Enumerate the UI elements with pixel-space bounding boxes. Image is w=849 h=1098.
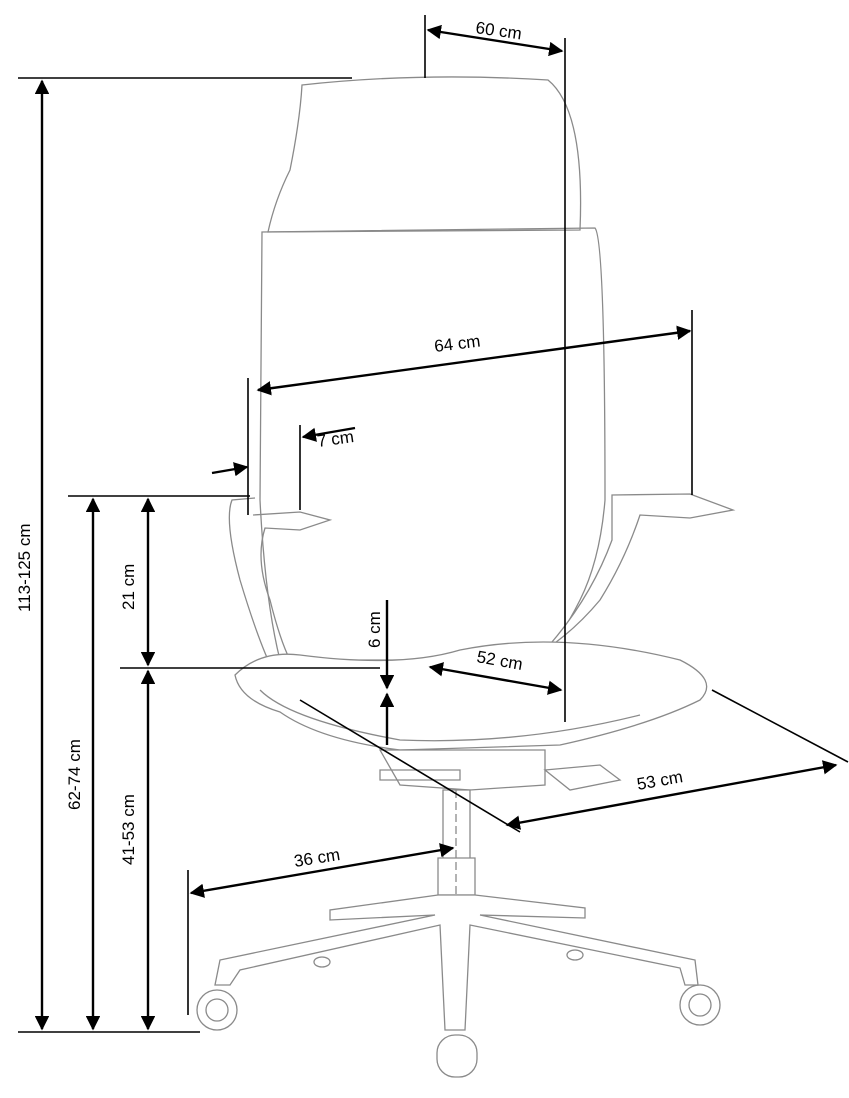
- casters: [196, 949, 721, 1078]
- label-64cm: 64 cm: [433, 331, 481, 356]
- seat-underside: [259, 689, 641, 742]
- label-113-125cm: 113-125 cm: [15, 523, 34, 612]
- dimension-lines: [34, 24, 838, 1031]
- label-7cm: 7 cm: [316, 427, 355, 451]
- label-62-74cm: 62-74 cm: [65, 739, 84, 810]
- label-53cm: 53 cm: [635, 767, 684, 794]
- seat: [234, 641, 708, 751]
- star-base: [214, 894, 699, 1031]
- label-21cm: 21 cm: [119, 564, 138, 610]
- headrest: [267, 76, 582, 233]
- backrest: [259, 227, 606, 661]
- label-36cm: 36 cm: [293, 845, 342, 871]
- label-6cm: 6 cm: [365, 611, 384, 648]
- extension-lines: [18, 15, 849, 1033]
- chair-illustration: [196, 76, 736, 1078]
- label-41-53cm: 41-53 cm: [119, 794, 138, 865]
- right-armrest: [544, 493, 736, 651]
- left-armrest: [228, 497, 333, 661]
